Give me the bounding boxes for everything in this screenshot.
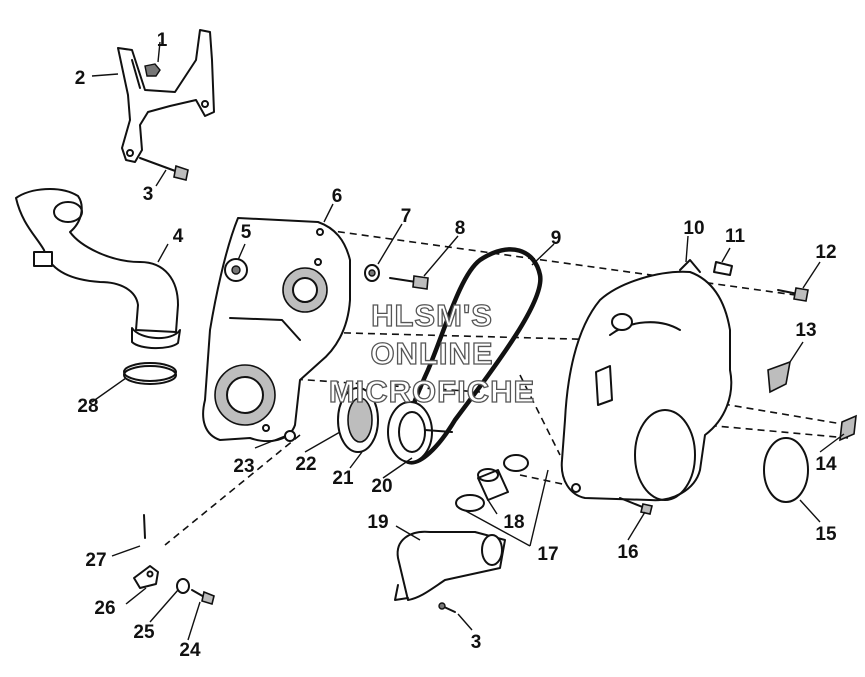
bolt-part-24 — [191, 589, 215, 606]
callout-25: 25 — [133, 622, 155, 643]
screw-part-27 — [143, 514, 146, 539]
bolt-part-12 — [777, 287, 809, 302]
watermark-line-1: HLSM'S — [371, 298, 493, 333]
callout-9: 9 — [551, 228, 562, 249]
callout-15: 15 — [815, 524, 837, 545]
small-washer-part — [364, 264, 380, 282]
callout-19: 19 — [367, 512, 388, 533]
callout-17: 17 — [537, 544, 558, 565]
decal-part-13 — [767, 360, 792, 394]
callout-14: 14 — [815, 454, 837, 475]
watermark-line-3: MICROFICHE — [329, 374, 535, 409]
screw-part-lower — [438, 602, 456, 613]
callout-2: 2 — [75, 68, 86, 89]
callout-16: 16 — [617, 542, 638, 563]
seal-part-22 — [337, 387, 379, 453]
nut-part — [144, 63, 161, 77]
outlet-duct-part-19 — [394, 530, 506, 601]
boot-part-18 — [477, 468, 509, 501]
washer-part-25 — [176, 578, 190, 594]
callout-26: 26 — [94, 598, 115, 619]
hose-clamp-part — [123, 362, 177, 385]
bolt-part-upper — [139, 157, 189, 181]
callout-23: 23 — [233, 456, 254, 477]
drive-belt-part — [399, 247, 543, 465]
callout-10: 10 — [683, 218, 704, 239]
callout-21: 21 — [332, 468, 354, 489]
callout-labels: 1 2 3 4 5 6 7 8 9 10 11 12 13 14 15 16 1… — [75, 30, 837, 661]
bracket-part — [117, 29, 215, 163]
seal-part-21 — [387, 401, 453, 463]
leader-lines — [91, 41, 845, 641]
callout-3-upper: 3 — [143, 184, 154, 205]
intake-duct-part — [15, 188, 181, 350]
callout-3-lower: 3 — [471, 632, 482, 653]
callout-5: 5 — [241, 222, 252, 243]
callout-6: 6 — [332, 186, 343, 207]
part-14 — [839, 414, 857, 442]
hose-clamps-part-17 — [455, 454, 529, 512]
callout-12: 12 — [815, 242, 836, 263]
callout-27: 27 — [85, 550, 106, 571]
callout-24: 24 — [179, 640, 201, 661]
callout-13: 13 — [795, 320, 816, 341]
washer-part — [224, 258, 248, 282]
callout-18: 18 — [503, 512, 524, 533]
callout-8: 8 — [455, 218, 466, 239]
cover-bolt-part — [389, 275, 429, 290]
callout-20: 20 — [371, 476, 392, 497]
washer-part-23 — [284, 430, 296, 442]
watermark: HLSM'S ONLINE MICROFICHE — [328, 297, 535, 409]
outer-cover-part — [560, 259, 733, 502]
bolt-part-16 — [619, 497, 653, 515]
callout-1: 1 — [157, 30, 168, 51]
callout-28: 28 — [77, 396, 98, 417]
callout-7: 7 — [401, 206, 412, 227]
callout-4: 4 — [173, 226, 184, 247]
bracket-part-26 — [133, 565, 159, 589]
watermark-line-2: ONLINE — [370, 336, 493, 371]
large-washer-part — [763, 437, 809, 503]
callout-11: 11 — [725, 226, 746, 247]
callout-22: 22 — [295, 454, 316, 475]
decal-part — [713, 261, 733, 276]
